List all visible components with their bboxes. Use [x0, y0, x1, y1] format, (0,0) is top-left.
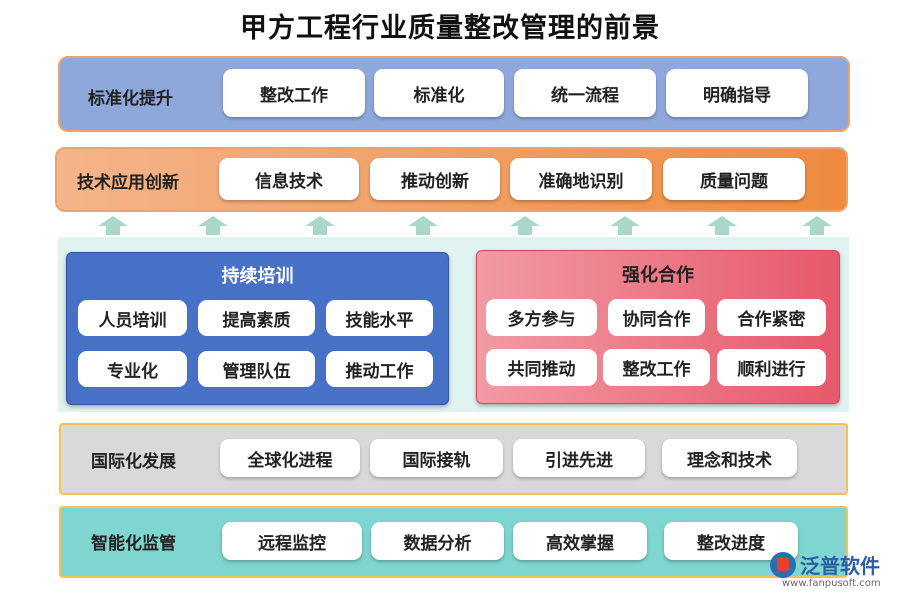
band-tech-label: 技术应用创新: [77, 173, 179, 193]
standardization-item: 整改工作: [223, 69, 365, 117]
training-item: 推动工作: [326, 351, 433, 387]
standardization-item: 标准化: [374, 69, 504, 117]
tech-item: 信息技术: [219, 158, 359, 200]
tech-item: 准确地识别: [510, 158, 652, 200]
band-international-label: 国际化发展: [91, 452, 176, 472]
band-standardization: 标准化提升 整改工作 标准化 统一流程 明确指导: [58, 56, 850, 132]
band-smart-label: 智能化监管: [91, 534, 176, 554]
cooperation-item: 合作紧密: [717, 299, 826, 336]
band-standardization-label: 标准化提升: [88, 89, 173, 109]
logo-url: www.fanpusoft.com: [782, 578, 881, 589]
logo-mark-icon: [770, 551, 796, 578]
training-item: 提高素质: [198, 300, 315, 336]
international-item: 引进先进: [513, 439, 645, 477]
training-title: 持续培训: [221, 266, 294, 287]
page-title: 甲方工程行业质量整改管理的前景: [240, 13, 660, 44]
training-item: 管理队伍: [198, 351, 315, 387]
cooperation-group: 强化合作 多方参与 协同合作 合作紧密 共同推动 整改工作 顺利进行: [476, 250, 840, 404]
logo-text: 泛普软件: [800, 554, 880, 578]
tech-item: 推动创新: [370, 158, 500, 200]
international-item: 国际接轨: [370, 439, 503, 477]
training-item: 人员培训: [78, 300, 187, 336]
cooperation-item: 协同合作: [608, 299, 705, 336]
training-group: 持续培训 人员培训 提高素质 技能水平 专业化 管理队伍 推动工作: [66, 252, 449, 405]
band-tech: 技术应用创新 信息技术 推动创新 准确地识别 质量问题: [55, 147, 848, 212]
brand-logo: 泛普软件: [770, 550, 880, 579]
band-smart: 智能化监管 远程监控 数据分析 高效掌握 整改进度: [59, 506, 848, 578]
training-item: 技能水平: [326, 300, 433, 336]
tech-item: 质量问题: [663, 158, 805, 200]
smart-item: 远程监控: [222, 522, 362, 560]
standardization-item: 明确指导: [666, 69, 808, 117]
smart-item: 高效掌握: [513, 522, 647, 560]
cooperation-item: 多方参与: [486, 299, 597, 336]
cooperation-item: 整改工作: [603, 349, 710, 386]
standardization-item: 统一流程: [514, 69, 656, 117]
smart-item: 数据分析: [371, 522, 504, 560]
international-item: 理念和技术: [662, 439, 797, 477]
cooperation-title: 强化合作: [622, 265, 694, 286]
training-item: 专业化: [78, 351, 187, 387]
international-item: 全球化进程: [220, 439, 360, 477]
cooperation-item: 顺利进行: [717, 349, 826, 386]
cooperation-item: 共同推动: [486, 349, 597, 386]
band-international: 国际化发展 全球化进程 国际接轨 引进先进 理念和技术: [59, 423, 848, 495]
